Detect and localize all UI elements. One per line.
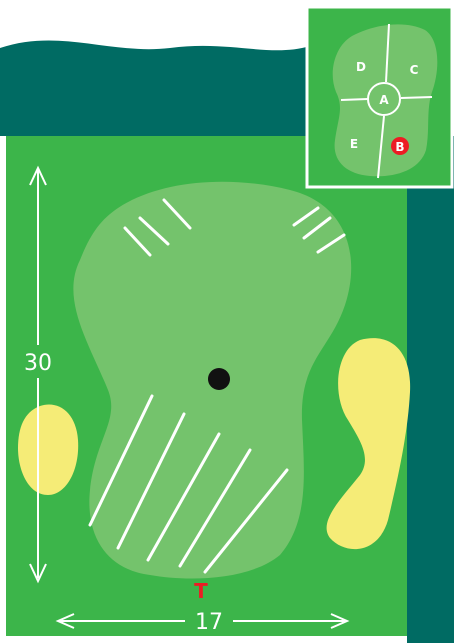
zone-e-label: E (350, 137, 358, 151)
zone-b-label: B (395, 140, 404, 154)
zone-c-label: C (410, 63, 419, 77)
width-label: 17 (195, 610, 223, 635)
depth-label: 30 (24, 351, 52, 376)
inset-zone-map: A D C E B (307, 7, 452, 187)
hole-icon (208, 368, 230, 390)
zone-a-label: A (379, 93, 389, 107)
zone-d-label: D (356, 60, 366, 74)
water-strip (407, 188, 454, 643)
tee-marker-icon: T (194, 579, 208, 603)
